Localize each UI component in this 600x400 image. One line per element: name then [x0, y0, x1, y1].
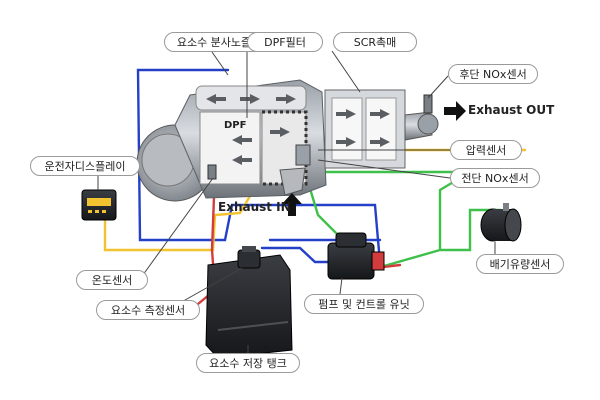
exhaust-out-label: Exhaust OUT: [468, 103, 555, 117]
urea-tank-device: [205, 246, 293, 359]
inlet-pipe: [279, 167, 306, 196]
pump-control-unit-device: [327, 232, 385, 280]
pressure-sensor-body: [295, 144, 311, 166]
dpf-cutaway: [199, 111, 261, 185]
label-pump-control-unit: 펌프 및 컨트롤 유닛: [304, 294, 424, 314]
label-urea-storage-tank: 요소수 저장 탱크: [196, 353, 300, 373]
exhaust-flow-sensor-device: [480, 203, 522, 242]
label-rear-nox-sensor: 후단 NOx센서: [448, 64, 538, 84]
leader-lines: [97, 50, 496, 353]
label-scr-catalyst: SCR촉매: [333, 32, 417, 52]
exhaust-in-label: Exhaust IN: [218, 200, 291, 214]
label-dpf-filter: DPF필터: [247, 32, 323, 52]
label-driver-display: 운전자디스플레이: [30, 156, 140, 176]
exhaust-out-arrow: [444, 101, 466, 121]
dpf-inline-label: DPF: [224, 120, 247, 131]
driver-display-device: [81, 189, 117, 221]
label-temperature-sensor: 온도센서: [76, 270, 148, 290]
temperature-sensor-body: [207, 164, 217, 180]
label-pressure-sensor: 압력센서: [450, 140, 522, 160]
blue-wire-tank: [260, 246, 332, 264]
flow-arrows: [206, 94, 390, 165]
label-urea-level-sensor: 요소수 측정센서: [96, 300, 200, 320]
exhaust-in-arrow: [282, 193, 302, 216]
label-front-nox-sensor: 전단 NOx센서: [450, 168, 540, 188]
rear-nox-sensor-body: [423, 94, 433, 114]
label-exhaust-flow-sensor: 배기유량센서: [476, 254, 564, 274]
label-urea-nozzle: 요소수 분사노즐: [164, 32, 264, 52]
